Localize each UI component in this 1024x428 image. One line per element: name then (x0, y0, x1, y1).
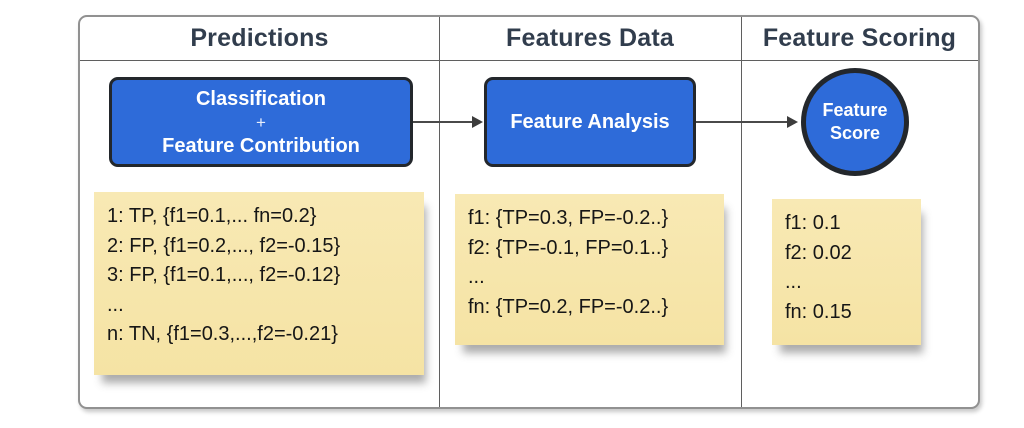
note-line: 1: TP, {f1=0.1,... fn=0.2} (107, 205, 317, 227)
column-header-feature-scoring: Feature Scoring (762, 24, 957, 52)
node-label-line: Feature Contribution (162, 134, 360, 157)
header-divider-line (80, 60, 978, 61)
sticky-note-feature-scores: f1: 0.1 f2: 0.02 ... fn: 0.15 (772, 199, 921, 345)
diagram-frame: Predictions Features Data Feature Scorin… (78, 15, 980, 409)
plus-symbol: + (256, 112, 266, 132)
arrow-predictions-to-analysis-head (472, 116, 483, 128)
node-classification-feature-contribution: Classification + Feature Contribution (109, 77, 413, 167)
note-line: ... (468, 266, 485, 288)
node-label-line: Feature Analysis (510, 111, 670, 133)
column-header-features-data: Features Data (506, 24, 674, 52)
note-line: f2: 0.02 (785, 241, 852, 264)
note-line: n: TN, {f1=0.3,...,f2=-0.21} (107, 323, 338, 345)
note-line: fn: {TP=0.2, FP=-0.2..} (468, 295, 669, 318)
arrow-predictions-to-analysis-line (413, 121, 474, 123)
arrow-analysis-to-score-head (787, 116, 798, 128)
note-line: f2: {TP=-0.1, FP=0.1..} (468, 236, 669, 259)
note-line: ... (107, 293, 124, 316)
note-line: 2: FP, {f1=0.2,..., f2=-0.15} (107, 234, 341, 257)
node-label-line: Score (829, 123, 881, 143)
arrow-analysis-to-score-line (694, 121, 789, 123)
note-line: ... (785, 271, 802, 293)
column-header-predictions: Predictions (190, 24, 329, 52)
note-line: fn: 0.15 (785, 300, 852, 323)
sticky-note-predictions: 1: TP, {f1=0.1,... fn=0.2} 2: FP, {f1=0.… (94, 192, 424, 375)
column-divider-1 (439, 17, 440, 407)
node-feature-score: Feature Score (801, 68, 909, 176)
node-label-line: Feature (822, 100, 888, 120)
node-feature-analysis: Feature Analysis (484, 77, 696, 167)
note-line: f1: 0.1 (785, 212, 841, 234)
sticky-note-features-data: f1: {TP=0.3, FP=-0.2..} f2: {TP=-0.1, FP… (455, 194, 724, 345)
note-line: 3: FP, {f1=0.1,..., f2=-0.12} (107, 264, 341, 286)
note-line: f1: {TP=0.3, FP=-0.2..} (468, 207, 669, 229)
node-label-line: Classification (195, 87, 327, 110)
column-divider-2 (741, 17, 742, 407)
